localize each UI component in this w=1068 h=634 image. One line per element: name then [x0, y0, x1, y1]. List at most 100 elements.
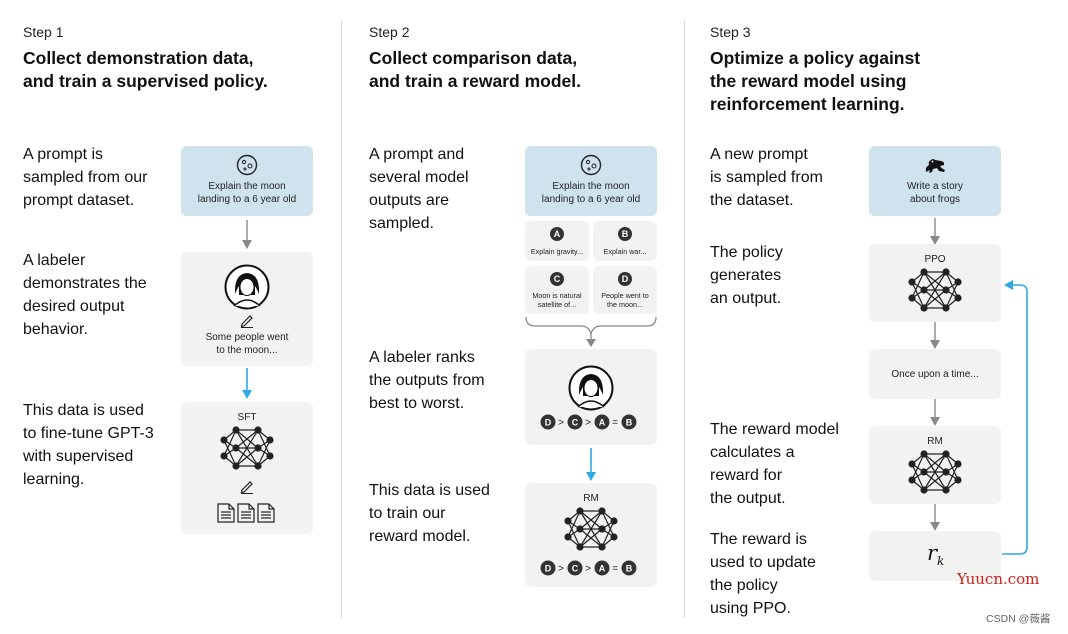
moon-icon: [580, 154, 602, 176]
ranking-row: D>C>A=B: [540, 560, 637, 576]
nn-edge: [945, 271, 959, 299]
column-divider-1: [341, 20, 342, 618]
column-divider-2: [684, 20, 685, 618]
nn-node: [908, 460, 916, 468]
nn-node: [220, 436, 228, 444]
nn-node: [598, 507, 606, 515]
nn-node: [942, 468, 950, 476]
nn-node: [598, 543, 606, 551]
nn-edge: [945, 281, 959, 309]
svg-text:B: B: [622, 229, 629, 239]
neural-network-icon: [908, 450, 962, 494]
nn-edge: [945, 453, 959, 481]
line: The reward model: [710, 421, 839, 438]
rank-badge: [594, 560, 610, 576]
line: Moon is natural: [532, 291, 582, 300]
nn-edge: [923, 271, 947, 291]
line: People went to: [601, 291, 649, 300]
nn-node: [220, 452, 228, 460]
line: the policy: [710, 577, 778, 594]
output-card-a: A Explain gravity...: [525, 221, 589, 261]
line: used to update: [710, 554, 816, 571]
reward-box: rk: [869, 531, 1001, 581]
line: best to worst.: [369, 395, 465, 412]
step1-prompt-box: Explain the moon landing to a 6 year old: [181, 146, 313, 216]
ppo-label: PPO: [924, 254, 946, 265]
feedback-loop-arrow: [1002, 280, 1028, 555]
step3-text-prompt: A new prompt is sampled from the dataset…: [710, 143, 823, 212]
step3-text-update: The reward is used to update the policy …: [710, 528, 816, 620]
nn-edge: [945, 463, 959, 491]
step1-text-prompt: A prompt is sampled from our prompt data…: [23, 143, 148, 212]
watermark-credit: CSDN @薇酱: [986, 613, 1051, 625]
rank-letter: D: [545, 417, 552, 427]
nn-node: [954, 476, 962, 484]
line: to fine-tune GPT-3: [23, 425, 154, 442]
nn-node: [232, 444, 240, 452]
nn-node: [920, 486, 928, 494]
policy-output-text: Once upon a time...: [891, 369, 979, 380]
line: A prompt is: [23, 146, 104, 163]
reward-k: k: [937, 554, 945, 569]
nn-node: [266, 452, 274, 460]
line: sampled from our: [23, 169, 148, 186]
step2-title: Collect comparison data, and train a rew…: [369, 47, 581, 93]
step1-labeler-text: Some people went to the moon...: [181, 331, 313, 357]
line: landing to a 6 year old: [541, 194, 641, 205]
nn-node: [942, 304, 950, 312]
nn-node: [576, 543, 584, 551]
down-arrow-icon: [930, 504, 940, 531]
rank-letter: B: [626, 563, 633, 573]
down-arrow-icon: [930, 399, 940, 426]
nn-edge: [923, 453, 947, 473]
rank-badge: [621, 414, 637, 430]
line: generates: [710, 267, 782, 284]
nn-node: [610, 533, 618, 541]
output-text-b: Explain war...: [603, 247, 647, 256]
rank-badge: [567, 414, 583, 430]
nn-node: [954, 460, 962, 468]
svg-text:D: D: [622, 274, 629, 284]
step2-prompt-box: Explain the moon landing to a 6 year old: [525, 146, 657, 216]
output-card-b: B Explain war...: [593, 221, 657, 261]
step2-text-train: This data is used to train our reward mo…: [369, 479, 490, 548]
line: sampled.: [369, 215, 434, 232]
line: Explain the moon: [208, 181, 286, 192]
nn-node: [920, 450, 928, 458]
output-text-a: Explain gravity...: [530, 247, 584, 256]
step1-text-finetune: This data is used to fine-tune GPT-3 wit…: [23, 399, 154, 491]
rank-operator: =: [612, 418, 618, 429]
step1-title-line1: Collect demonstration data,: [23, 48, 254, 68]
line: to train our: [369, 505, 446, 522]
nn-edge: [579, 510, 603, 548]
rank-letter: C: [572, 563, 579, 573]
rank-badge: [594, 414, 610, 430]
nn-edge: [235, 429, 259, 449]
nn-edge: [911, 271, 925, 299]
step2-text-prompt: A prompt and several model outputs are s…: [369, 143, 469, 235]
nn-edge: [579, 528, 603, 548]
down-arrow-icon: [242, 220, 252, 249]
line: several model: [369, 169, 469, 186]
rm-label: RM: [583, 493, 599, 504]
line: the moon...: [607, 300, 643, 309]
step1-title-line2: and train a supervised policy.: [23, 71, 268, 91]
nn-node: [254, 444, 262, 452]
nn-edge: [911, 463, 925, 491]
step2-title-line2: and train a reward model.: [369, 71, 581, 91]
line: to the moon...: [216, 345, 278, 356]
blue-down-arrow-icon: [242, 368, 252, 399]
nn-edge: [567, 520, 581, 548]
step1-sft-box: SFT: [181, 402, 313, 534]
nn-node: [920, 268, 928, 276]
step1-text-labeler: A labeler demonstrates the desired outpu…: [23, 249, 147, 341]
step2-labeler-box: D>C>A=B: [525, 349, 657, 445]
neural-network-icon: [908, 268, 962, 312]
line: behavior.: [23, 321, 88, 338]
nn-edge: [923, 271, 947, 309]
ppo-policy-box: PPO: [869, 244, 1001, 322]
rank-operator: >: [558, 564, 564, 575]
watermark-site: Yuucn.com: [957, 570, 1040, 588]
line: reward model.: [369, 528, 471, 545]
rank-badge: [540, 414, 556, 430]
